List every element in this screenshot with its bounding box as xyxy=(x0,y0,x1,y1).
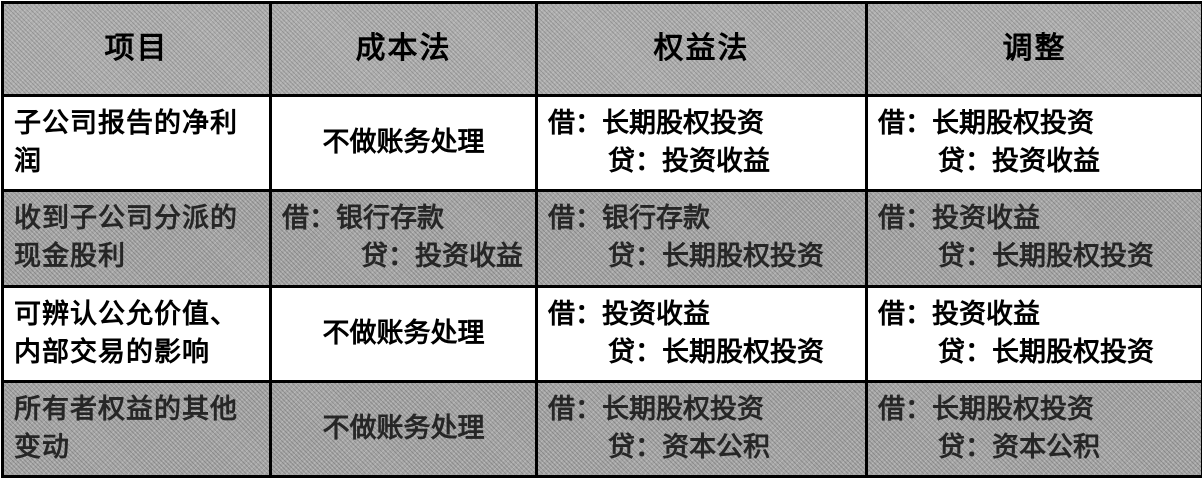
table-row: 子公司报告的净利润 不做账务处理 借：长期股权投资 贷：投资收益 借：长期股权投… xyxy=(3,96,1202,191)
equity-method-cell: 借：长期股权投资 贷：资本公积 xyxy=(537,381,867,476)
header-equity-method: 权益法 xyxy=(537,3,867,96)
debit-entry: 借：长期股权投资 xyxy=(546,391,857,429)
credit-entry: 贷：长期股权投资 xyxy=(876,238,1193,276)
row-item-label: 子公司报告的净利润 xyxy=(3,96,271,191)
equity-method-cell: 借：长期股权投资 贷：投资收益 xyxy=(537,96,867,191)
table-row: 可辨认公允价值、内部交易的影响 不做账务处理 借：投资收益 贷：长期股权投资 借… xyxy=(3,286,1202,381)
header-adjustment: 调整 xyxy=(867,3,1202,96)
cost-method-cell: 不做账务处理 xyxy=(271,96,537,191)
equity-method-cell: 借：投资收益 贷：长期股权投资 xyxy=(537,286,867,381)
equity-method-cell: 借：银行存款 贷：长期股权投资 xyxy=(537,191,867,286)
debit-entry: 借：长期股权投资 xyxy=(876,105,1193,143)
debit-entry: 借：投资收益 xyxy=(546,296,857,334)
row-item-label: 可辨认公允价值、内部交易的影响 xyxy=(3,286,271,381)
table-header-row: 项目 成本法 权益法 调整 xyxy=(3,3,1202,96)
row-item-label: 所有者权益的其他变动 xyxy=(3,381,271,476)
adjustment-cell: 借：投资收益 贷：长期股权投资 xyxy=(867,191,1202,286)
table-row: 所有者权益的其他变动 不做账务处理 借：长期股权投资 贷：资本公积 借：长期股权… xyxy=(3,381,1202,476)
cost-method-cell: 借：银行存款 贷：投资收益 xyxy=(271,191,537,286)
header-cost-method: 成本法 xyxy=(271,3,537,96)
cost-method-cell: 不做账务处理 xyxy=(271,381,537,476)
debit-entry: 借：投资收益 xyxy=(876,296,1193,334)
header-item: 项目 xyxy=(3,3,271,96)
adjustment-cell: 借：投资收益 贷：长期股权投资 xyxy=(867,286,1202,381)
table-row: 收到子公司分派的现金股利 借：银行存款 贷：投资收益 借：银行存款 贷：长期股权… xyxy=(3,191,1202,286)
adjustment-cell: 借：长期股权投资 贷：投资收益 xyxy=(867,96,1202,191)
credit-entry: 贷：投资收益 xyxy=(876,143,1193,181)
credit-entry: 贷：资本公积 xyxy=(546,429,857,467)
debit-entry: 借：长期股权投资 xyxy=(876,391,1193,429)
credit-entry: 贷：长期股权投资 xyxy=(876,334,1193,372)
debit-entry: 借：投资收益 xyxy=(876,200,1193,238)
credit-entry: 贷：长期股权投资 xyxy=(546,334,857,372)
row-item-label: 收到子公司分派的现金股利 xyxy=(3,191,271,286)
debit-entry: 借：长期股权投资 xyxy=(546,105,857,143)
credit-entry: 贷：投资收益 xyxy=(546,143,857,181)
cost-method-cell: 不做账务处理 xyxy=(271,286,537,381)
credit-entry: 贷：长期股权投资 xyxy=(546,238,857,276)
adjustment-cell: 借：长期股权投资 贷：资本公积 xyxy=(867,381,1202,476)
debit-entry: 借：银行存款 xyxy=(546,200,857,238)
credit-entry: 贷：资本公积 xyxy=(876,429,1193,467)
credit-entry: 贷：投资收益 xyxy=(280,238,527,276)
debit-entry: 借：银行存款 xyxy=(280,200,527,238)
